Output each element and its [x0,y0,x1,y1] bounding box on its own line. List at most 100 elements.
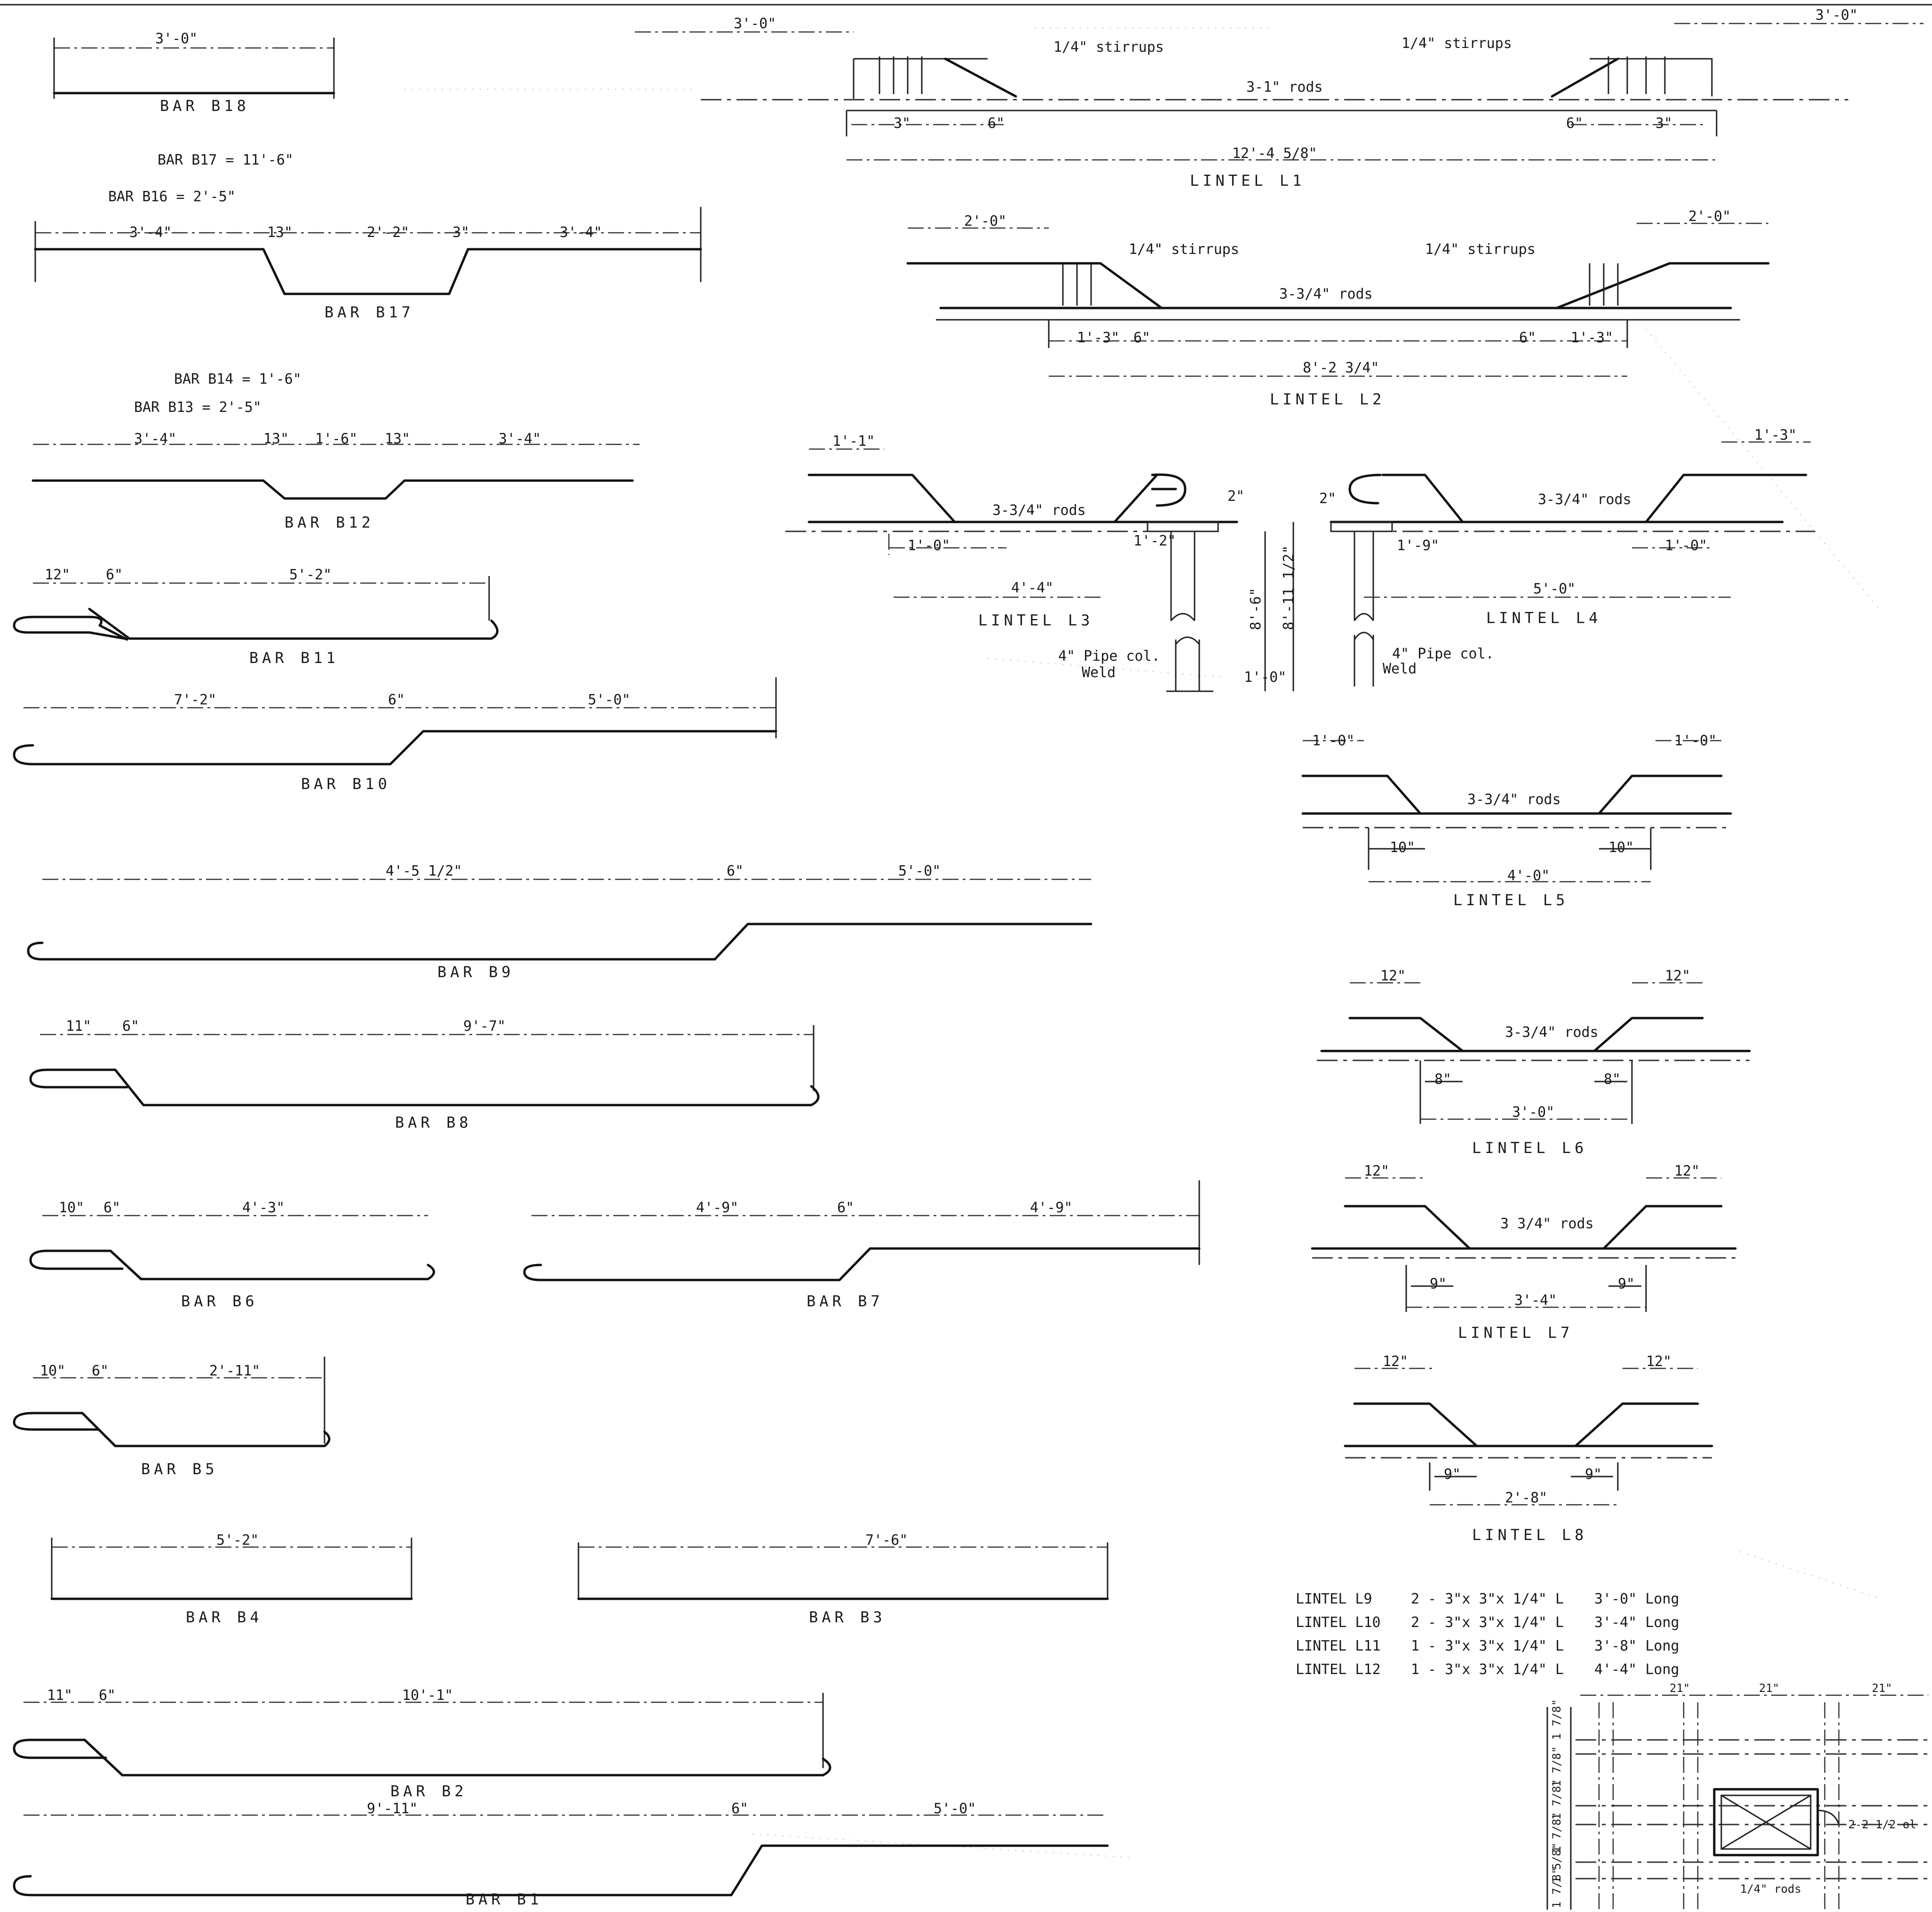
dim-label: 1'-0" [1674,733,1717,749]
dim-label: 1'-0" [1244,669,1286,686]
dim-label: 6" [106,567,123,583]
dim-label: 1 7/8" [1550,1867,1563,1908]
grid-lines [1576,1739,1928,1880]
dim-label: 3" [452,224,469,241]
dim-label: 9'-11" [367,1801,418,1817]
support-line [1419,1060,1633,1124]
dim-label: 6" [727,863,744,879]
lintel-l6: 12" 12" 3-3/4" rods 8" 8" 3'-0" LINTEL L… [1317,968,1751,1157]
bar-shape [13,730,777,766]
dim-label: 6" [731,1801,748,1817]
dim-label: 13" [267,224,293,241]
dim-label: 1'-0" [908,537,950,554]
lintel-caption: LINTEL L6 [1472,1139,1587,1157]
bar-hook [29,1068,145,1106]
schedule-name: LINTEL L12 [1296,1661,1381,1678]
lintel-l1: 3'-0" 3'-0" 1/4" stirrups 1/4" stirrups … [635,7,1924,190]
rod-label: 3-3/4" rods [1279,286,1373,302]
dim-label: 1 7/8" [1550,1812,1563,1853]
lintel-l2: 2'-0" 2'-0" 1/4" stirrups 1/4" stirrups … [906,208,1770,408]
dim-label: 10" [59,1200,84,1216]
dim-label: 1 5/8" [1550,1842,1563,1883]
bar-caption: BAR B12 [285,514,374,531]
dim-label: 12'-4 5/8" [1232,145,1317,162]
dim-label: 3" [894,115,911,132]
bar-b3: 7'-6" BAR B3 [577,1532,1109,1626]
dim-label: 4'-3" [242,1200,285,1216]
bar-b18: 3'-0" BAR B18 [53,31,335,115]
bar-shape [27,923,1093,961]
schedule-length: 3'-4" Long [1594,1614,1679,1631]
schedule-length: 3'-8" Long [1594,1638,1679,1654]
dim-label: 2'-2" [367,224,409,241]
bent-rod [1348,1017,1704,1052]
bar-caption: BAR B1 [466,1890,543,1908]
lintel-caption: LINTEL L1 [1190,172,1305,190]
bar-caption: BAR B7 [807,1292,884,1310]
dim-label: 1'-3" [1077,330,1119,346]
dim-label: 6" [388,692,405,708]
dim-label: 3'-4" [560,224,602,241]
bent-rod [1301,774,1723,815]
bar-caption: BAR B4 [186,1608,263,1626]
dim-label: 4'-5 1/2" [386,863,462,879]
dim-label: 9" [1444,1466,1461,1483]
dim-label: 13" [263,431,289,447]
dim-label: 10" [1390,839,1415,856]
dim-label: 1'-3" [1571,330,1613,346]
dim-label: 9" [1585,1466,1602,1483]
dim-label: 3'-0" [1512,1104,1554,1121]
dim-label: 6" [1519,330,1536,346]
bar-b2: 11" 6" 10'-1" BAR B2 [13,1687,831,1800]
dim-label: 9" [1430,1276,1447,1292]
dim-label: 9" [1618,1276,1635,1292]
dim-line [888,534,1006,555]
lintel-l4: 1'-3" 3-3/4" rods 2" 1'-9" 1'-0" 5'-0" L… [1319,427,1815,687]
bar-caption: BAR B11 [249,649,339,667]
lintel-caption: LINTEL L7 [1458,1324,1573,1342]
bar-b9: 4'-5 1/2" 6" 5'-0" BAR B9 [27,863,1093,981]
weld-label: Weld [1082,664,1116,681]
dim-label: 3" [1655,115,1672,132]
dim-label: 12" [45,567,70,583]
dim-label: 11" [66,1018,91,1035]
bar-note: BAR B13 = 2'-5" [134,399,261,416]
bar-note: BAR B17 = 11'-6" [158,152,293,168]
pipe-column-base [1166,636,1213,692]
bar-b8: 11" 6" 9'-7" BAR B8 [29,1018,820,1131]
dim-label: 4'-9" [696,1200,738,1216]
stirrups [879,56,1666,94]
dim-label: 7'-6" [865,1532,908,1549]
bar-caption: BAR B17 [325,303,414,321]
dim-label: 21" [1872,1682,1892,1695]
dim-label: 3'-0" [734,16,776,32]
bent-rod [944,57,1619,98]
support-line [846,110,1718,136]
opening [1713,1788,1819,1857]
bar-caption: BAR B5 [141,1460,218,1478]
dim-label: 21" [1670,1682,1690,1695]
lintel-l8: 12" 12" 9" 9" 2'-8" LINTEL L8 [1344,1353,1713,1544]
schedule-name: LINTEL L11 [1296,1638,1381,1654]
dim-label: 8'-11 1/2" [1281,545,1297,630]
rod-label: 1/4" rods [1740,1882,1801,1896]
lintel-caption: LINTEL L8 [1472,1526,1587,1544]
opening-inner [1720,1794,1812,1850]
bar-b1: 9'-11" 6" 5'-0" BAR B1 [13,1801,1109,1908]
schedule-spec: 1 - 3"x 3"x 1/4" L [1411,1638,1564,1654]
bar-caption: BAR B8 [395,1114,472,1131]
dim-label: 2'-11" [209,1363,260,1379]
dim-label: 11" [47,1687,72,1704]
opening-cross [1721,1794,1811,1850]
dim-label: 3'-4" [134,431,176,447]
weld-label: Weld [1383,661,1417,677]
dim-label: 3'-4" [499,431,541,447]
rod-label: 3-3/4" rods [1467,791,1561,808]
bar-shape [13,1844,1109,1896]
lintel-outline [853,58,988,99]
bar-caption: BAR B3 [809,1608,886,1626]
bar-caption: BAR B9 [437,963,515,981]
bar-shape [83,1738,831,1777]
bar-shape [114,1068,820,1106]
dim-label: 8'-6" [1248,588,1264,630]
